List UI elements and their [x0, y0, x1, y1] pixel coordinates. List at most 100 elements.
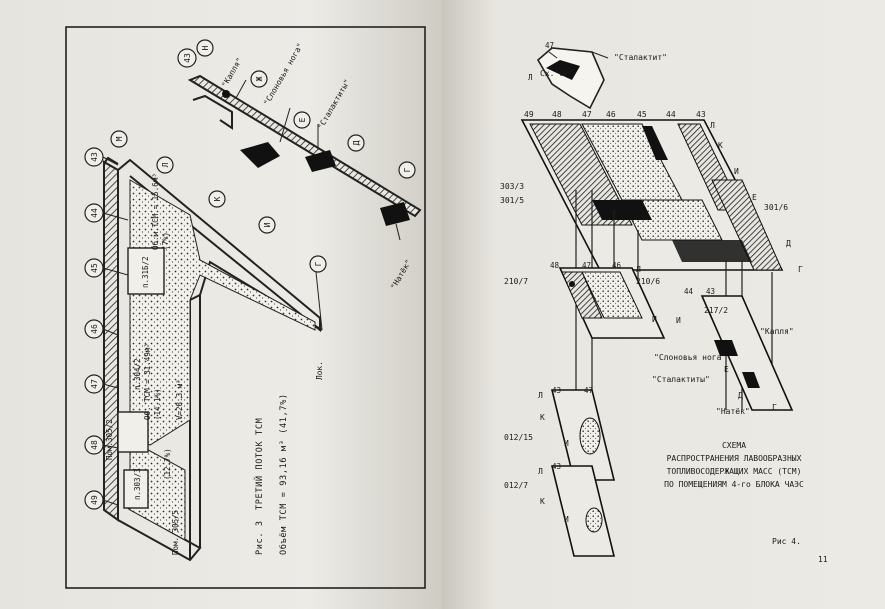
volume-pct-2: (7%) — [161, 232, 170, 250]
ref-012-7: 012/7 — [504, 481, 528, 490]
axis-letter-i: И — [263, 222, 272, 227]
top-axis-46: 46 — [606, 110, 616, 119]
letter-d-top: Д — [786, 239, 791, 248]
scheme-title-4: ПО ПОМЕЩЕНИЯМ 4-го БЛОКА ЧАЭС — [664, 480, 804, 489]
top-axis-43: 43 — [696, 110, 706, 119]
letter-k-top: К — [718, 141, 723, 150]
scheme-title-1: СХЕМА — [722, 441, 746, 450]
feature-flow: "Натёк" — [716, 407, 750, 416]
figure-3-caption: Рис. 3 — [255, 520, 265, 555]
axis-num-top-43: 43 — [183, 53, 192, 63]
volume-label-secondary: Об.м ТСМ = 15.6м³ — [151, 173, 160, 250]
ref-210-6: 210/6 — [636, 277, 660, 286]
letter-l-top: Л — [710, 121, 715, 130]
axis-letter-d: Д — [352, 140, 361, 145]
volume-label-v: V=28.3 м³ — [175, 379, 184, 420]
room-label-305-2: Пом.305/2 — [105, 419, 114, 460]
ref-210-7: 210/7 — [504, 277, 528, 286]
stalactite-label: "Сталактит" — [614, 53, 667, 62]
letter-d-right: Д — [738, 391, 743, 400]
feature-label-elephant-foot: "Слоновья нога" — [262, 42, 305, 107]
scheme-title-3: ТОПЛИВОСОДЕРЖАЩИХ МАСС (ТСМ) — [667, 467, 802, 476]
feature-elephant-foot: "Слоновья нога" — [654, 353, 726, 362]
letter-e-right: Е — [724, 365, 729, 374]
sec-num-47-b1: 47 — [584, 386, 593, 395]
sec-num-46: 46 — [612, 261, 622, 270]
axis-letter-g: Г — [403, 167, 412, 172]
axis-letter-l: Л — [161, 162, 170, 167]
feature-label-stalactites: "Сталактиты" — [316, 78, 352, 131]
room-box-303 — [123, 469, 149, 509]
main-block — [520, 119, 784, 271]
volume-pct-3: (12.7%) — [163, 448, 172, 480]
feature-label-flow: "Натёк" — [389, 258, 413, 291]
axis-num-46: 46 — [90, 324, 99, 334]
right-page: Сх."ОР" "Сталактит" 47 Л 49 48 47 46 45 … — [442, 0, 885, 609]
or-letter-l: Л — [528, 73, 533, 82]
axis-letter-e: Е — [298, 117, 307, 122]
axis-letter-k: К — [213, 196, 222, 201]
scheme-title-2: РАСПРОСТРАНЕНИЯ ЛАВООБРАЗНЫХ — [667, 454, 802, 463]
room-label-318: п.31Б/2 — [141, 256, 150, 288]
axis-num-49: 49 — [90, 495, 99, 505]
axis-num-44: 44 — [90, 208, 99, 218]
left-page: 43 44 45 46 47 48 49 43 Н М Л К И Ж Е Д … — [0, 0, 442, 609]
ref-217-2: 217/2 — [704, 306, 728, 315]
axis-num-45: 45 — [90, 263, 99, 273]
letter-i-b2: И — [564, 515, 569, 524]
letter-k-b1: К — [540, 413, 545, 422]
volume-label-main: Об. ТСМ = 31.49м³ — [143, 343, 152, 420]
volume-pct-1: (14.1%) — [153, 388, 162, 420]
sec-num-43-b2: 43 — [552, 462, 561, 471]
letter-i-right: И — [676, 316, 681, 325]
letter-i-b1: И — [564, 439, 569, 448]
axis-num-48: 48 — [90, 440, 99, 450]
sec-num-43: 43 — [706, 287, 715, 296]
letter-g-top: Г — [798, 265, 803, 274]
room-label-305-5: Пом. 305/5 — [171, 510, 180, 555]
ref-301-5: 301/5 — [500, 196, 524, 205]
ref-303-3: 303/3 — [500, 182, 524, 191]
sec-num-43-b1: 43 — [552, 386, 561, 395]
figure-3-title: ТРЕТИЙ ПОТОК ТСМ — [253, 418, 265, 510]
block-217 — [700, 295, 794, 411]
letter-e-top: Е — [752, 193, 757, 202]
os-label: Сх."ОР" — [540, 69, 574, 78]
letter-l-b1: Л — [538, 391, 543, 400]
ref-301-6: 301/6 — [764, 203, 788, 212]
top-axis-48: 48 — [552, 110, 562, 119]
letter-i-top: И — [734, 167, 739, 176]
top-axis-47: 47 — [582, 110, 592, 119]
feature-label-lok: Лок. — [315, 361, 324, 380]
letter-l-b2: Л — [538, 467, 543, 476]
top-axis-45: 45 — [637, 110, 647, 119]
page-number: 11 — [818, 555, 828, 564]
letter-i-mid: И — [652, 315, 657, 324]
figure-3-drawing: 43 44 45 46 47 48 49 43 Н М Л К И Ж Е Д … — [65, 26, 426, 589]
figure-4-drawing: Сх."ОР" "Сталактит" 47 Л 49 48 47 46 45 … — [500, 41, 828, 564]
axis-letter-m: М — [115, 136, 124, 141]
sec-num-48: 48 — [550, 261, 560, 270]
top-axis-44: 44 — [666, 110, 676, 119]
axis-letter-zh: Ж — [255, 76, 264, 81]
room-box-305 — [117, 411, 149, 453]
room-label-304: п.304/2 — [133, 358, 142, 390]
letter-k-b2: К — [540, 497, 545, 506]
sec-num-47: 47 — [582, 261, 591, 270]
figure-4-caption: Рис 4. — [772, 537, 801, 546]
block-012-7 — [550, 465, 616, 557]
axis-num-47: 47 — [90, 379, 99, 389]
top-axis-49: 49 — [524, 110, 534, 119]
or-num-47: 47 — [545, 41, 554, 50]
axis-letter-g-lower: Г — [314, 261, 323, 266]
axis-num-43: 43 — [90, 152, 99, 162]
ref-012-15: 012/15 — [504, 433, 533, 442]
letter-l-mid: Л — [636, 265, 641, 274]
room-box-318 — [127, 247, 165, 295]
figure-3-volume: Объём ТСМ = 93,16 м³ (41,7%) — [278, 393, 289, 555]
sec-num-44: 44 — [684, 287, 694, 296]
letter-g-right: Г — [772, 403, 777, 412]
axis-letter-n: Н — [201, 45, 210, 50]
room-label-303: п.303/3 — [133, 468, 142, 500]
